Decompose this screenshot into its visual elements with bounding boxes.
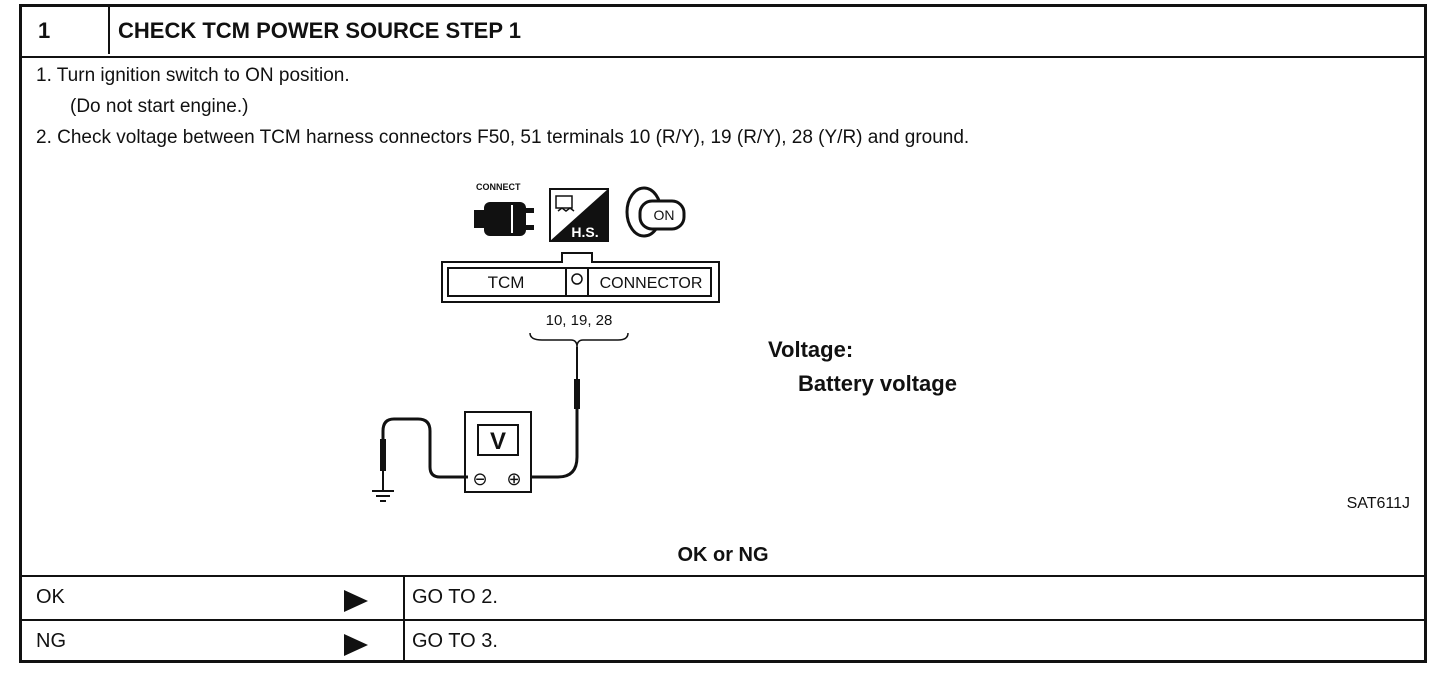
meter-label: V bbox=[490, 428, 506, 455]
voltage-spec-value: Battery voltage bbox=[798, 371, 957, 396]
voltmeter: V ⊖ ⊕ bbox=[464, 411, 532, 493]
terminal-numbers: 10, 19, 28 bbox=[546, 312, 613, 329]
result-action: GO TO 3. bbox=[412, 630, 498, 652]
result-label: OK bbox=[36, 586, 65, 608]
step-title: CHECK TCM POWER SOURCE STEP 1 bbox=[118, 18, 521, 43]
positive-probe bbox=[522, 347, 580, 479]
connector-right-label: CONNECTOR bbox=[600, 275, 703, 292]
harness-side-label: H.S. bbox=[571, 224, 598, 240]
connect-icon: CONNECT bbox=[474, 182, 534, 236]
instruction-line-3: 2. Check voltage between TCM harness con… bbox=[36, 127, 970, 148]
arrow-right-icon bbox=[344, 590, 368, 612]
harness-side-icon: H.S. bbox=[549, 188, 609, 242]
key-on-label: ON bbox=[654, 207, 675, 223]
decision-question: OK or NG bbox=[22, 537, 1424, 577]
meter-minus-icon: ⊖ bbox=[472, 469, 487, 490]
step-number: 1 bbox=[22, 7, 110, 54]
connector-left-label: TCM bbox=[488, 273, 525, 292]
instruction-line-1: 1. Turn ignition switch to ON position. bbox=[36, 65, 350, 86]
figure-reference-code: SAT611J bbox=[1346, 495, 1410, 512]
negative-probe bbox=[380, 417, 468, 491]
step-header: 1 CHECK TCM POWER SOURCE STEP 1 bbox=[22, 7, 1424, 58]
result-label: NG bbox=[36, 630, 66, 652]
arrow-right-icon bbox=[344, 634, 368, 656]
inspection-step-table: 1 CHECK TCM POWER SOURCE STEP 1 1. Turn … bbox=[19, 4, 1427, 663]
column-divider bbox=[403, 619, 405, 663]
connect-icon-label: CONNECT bbox=[476, 182, 521, 192]
voltage-spec-label: Voltage: bbox=[768, 337, 854, 362]
ignition-key-icon: ON bbox=[625, 186, 686, 238]
instruction-line-2: (Do not start engine.) bbox=[70, 96, 249, 117]
result-row-ok: OK GO TO 2. bbox=[22, 575, 1424, 621]
ground-icon bbox=[372, 490, 394, 502]
voltage-check-diagram: CONNECT H.S. ON TCM bbox=[372, 182, 720, 502]
result-action: GO TO 2. bbox=[412, 586, 498, 608]
result-row-ng: NG GO TO 3. bbox=[22, 619, 1424, 663]
tcm-connector: TCM CONNECTOR 10, 19, 28 bbox=[441, 252, 720, 348]
meter-plus-icon: ⊕ bbox=[506, 469, 521, 490]
column-divider bbox=[403, 575, 405, 619]
